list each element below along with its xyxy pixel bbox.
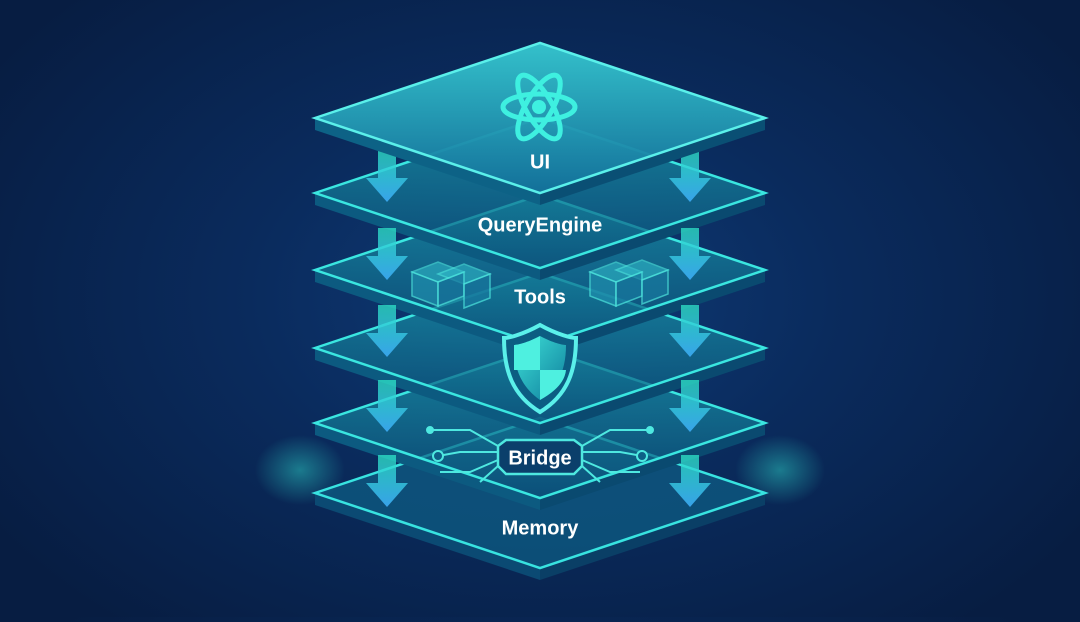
arrow-down-icon [669,150,711,202]
box-stack-icon [409,261,493,310]
bridge-chip [496,438,584,476]
arrow-down-icon [366,455,408,507]
shield-icon [501,322,579,415]
circuit-icon [426,426,654,483]
layer-label-ui: UI [530,151,550,173]
layer-label-bridge: Bridge [508,447,571,469]
arrow-down-icon [366,150,408,202]
layer-label-memory: Memory [502,517,580,539]
arrow-down-icon [669,380,711,432]
flow-arrows-right [669,150,711,507]
layer-label-queryengine: QueryEngine [478,214,602,236]
arrow-down-icon [366,305,408,357]
arrow-down-icon [366,228,408,280]
flow-arrows-left [366,150,408,507]
layer-label-tools: Tools [514,286,566,308]
arrow-down-icon [669,305,711,357]
left-glow [255,435,345,505]
box-stack-icon [587,259,671,308]
arrow-down-icon [669,228,711,280]
right-glow [735,435,825,505]
arrow-down-icon [669,455,711,507]
react-atom-icon [500,72,578,142]
arrow-down-icon [366,380,408,432]
